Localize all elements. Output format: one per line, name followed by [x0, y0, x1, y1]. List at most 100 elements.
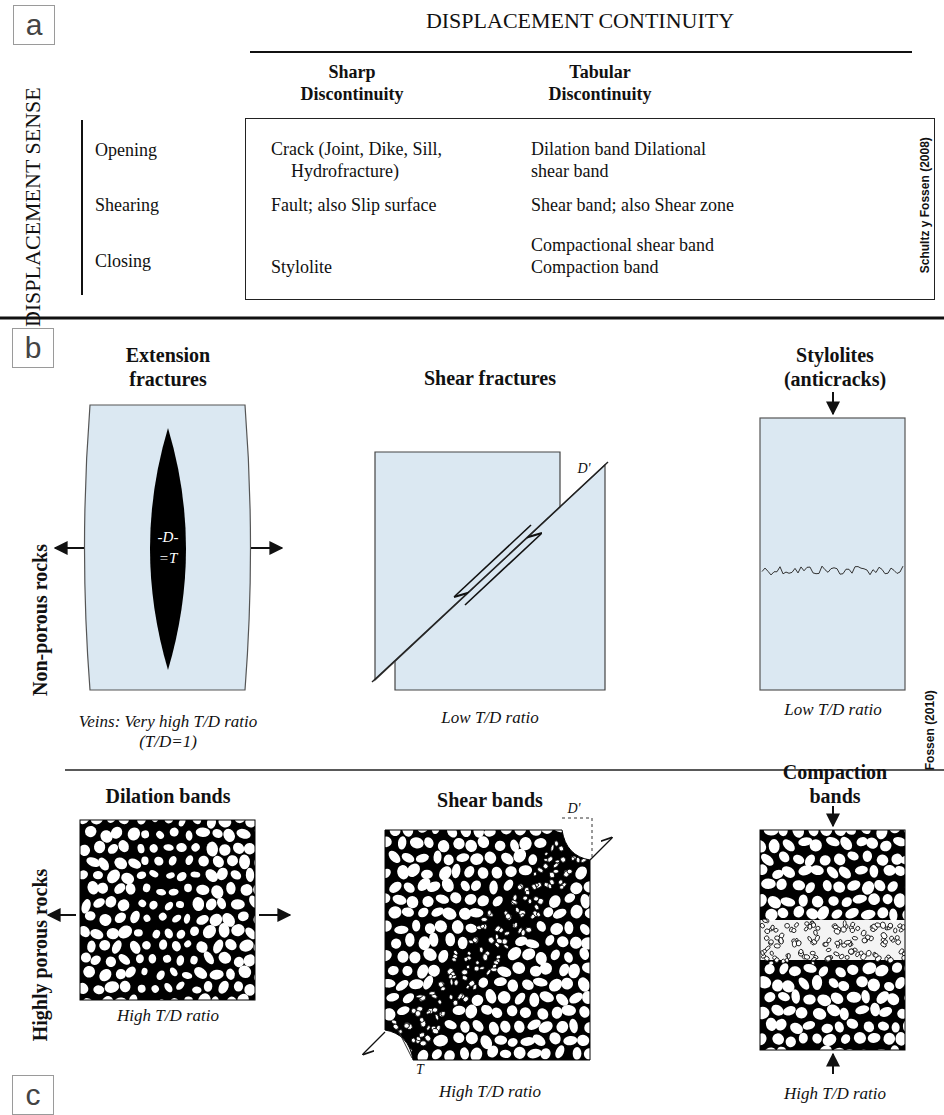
- grain: [459, 879, 472, 893]
- panel-letter: a: [13, 5, 55, 45]
- grain: [209, 969, 225, 981]
- grain: [466, 965, 470, 969]
- grain: [106, 842, 120, 856]
- grain: [425, 879, 442, 894]
- grain: [499, 1019, 512, 1034]
- figure-title: Shear fractures: [424, 366, 556, 390]
- grain: [440, 1011, 446, 1017]
- grain: [772, 979, 784, 992]
- pore-space: [380, 825, 595, 1065]
- grain: [398, 1068, 404, 1074]
- grain: [578, 946, 591, 961]
- grain: [463, 892, 478, 906]
- grain: [541, 905, 555, 919]
- grain: [763, 935, 769, 941]
- grain: [780, 837, 797, 854]
- panel-letter-text: c: [26, 1077, 41, 1113]
- grain: [866, 891, 882, 907]
- sense-bar: [81, 120, 83, 295]
- grain: [408, 950, 422, 964]
- grain: [227, 996, 237, 1000]
- grain: [202, 950, 216, 966]
- grain: [573, 1047, 582, 1060]
- grain: [846, 878, 862, 892]
- grain: [124, 882, 136, 896]
- grain: [885, 879, 900, 894]
- grain: [881, 893, 893, 906]
- grain: [825, 835, 841, 848]
- grain: [384, 1036, 391, 1043]
- grain: [235, 827, 252, 840]
- grain: [479, 947, 483, 953]
- grain: [505, 914, 513, 922]
- grain: [780, 896, 797, 908]
- grain: [183, 939, 193, 948]
- grain: [515, 907, 520, 913]
- grain: [521, 930, 526, 937]
- grain: [817, 1043, 835, 1050]
- grain: [468, 939, 474, 944]
- grain: [832, 851, 848, 867]
- grain: [760, 974, 773, 990]
- grain: [117, 952, 133, 967]
- grain: [503, 1062, 520, 1077]
- grain: [459, 1020, 470, 1033]
- grain: [538, 989, 556, 1004]
- grain: [561, 1004, 577, 1016]
- table-cell: Stylolite: [271, 257, 332, 279]
- grain: [811, 957, 817, 961]
- grain: [163, 844, 174, 852]
- grain: [215, 866, 230, 882]
- grain: [116, 923, 135, 941]
- grain: [97, 967, 114, 984]
- grain: [567, 963, 581, 979]
- grain: [809, 864, 824, 876]
- grain: [854, 865, 868, 876]
- grain: [895, 1032, 905, 1046]
- panel-letter-text: a: [26, 7, 43, 43]
- grain: [449, 1064, 461, 1077]
- grain: [782, 1004, 797, 1017]
- grain: [533, 1059, 550, 1072]
- grain: [511, 846, 529, 864]
- grain: [155, 829, 166, 840]
- grain: [203, 981, 213, 993]
- tension-arrow: [251, 547, 282, 549]
- grain: [482, 849, 498, 866]
- grain: [506, 1036, 519, 1048]
- grain: [432, 1007, 438, 1013]
- grain: [229, 868, 243, 881]
- grain: [787, 953, 790, 958]
- grain: [503, 944, 509, 950]
- grain: [487, 1020, 500, 1036]
- grain: [247, 894, 255, 909]
- grain: [810, 921, 816, 927]
- grain: [849, 927, 855, 933]
- grain: [105, 820, 118, 825]
- compression-arrow: [832, 806, 834, 826]
- grain: [901, 1046, 905, 1050]
- grain: [826, 937, 832, 943]
- grain: [421, 895, 434, 908]
- grain: [389, 937, 403, 951]
- grain: [196, 884, 210, 896]
- grain: [762, 918, 768, 923]
- grain: [769, 1003, 785, 1018]
- grain: [158, 939, 167, 950]
- table-cell: Compactional shear band Compaction band: [531, 235, 741, 278]
- grain: [218, 843, 232, 857]
- grain: [456, 852, 471, 863]
- grain: [431, 1027, 439, 1034]
- grain: [397, 836, 407, 850]
- grain: [380, 836, 392, 848]
- grain: [450, 979, 454, 985]
- grain: [436, 948, 450, 964]
- grain: [211, 854, 227, 870]
- grain: [858, 830, 873, 836]
- grain: [190, 871, 200, 878]
- grain: [478, 1059, 494, 1076]
- grain: [134, 929, 143, 937]
- grain: [543, 933, 556, 947]
